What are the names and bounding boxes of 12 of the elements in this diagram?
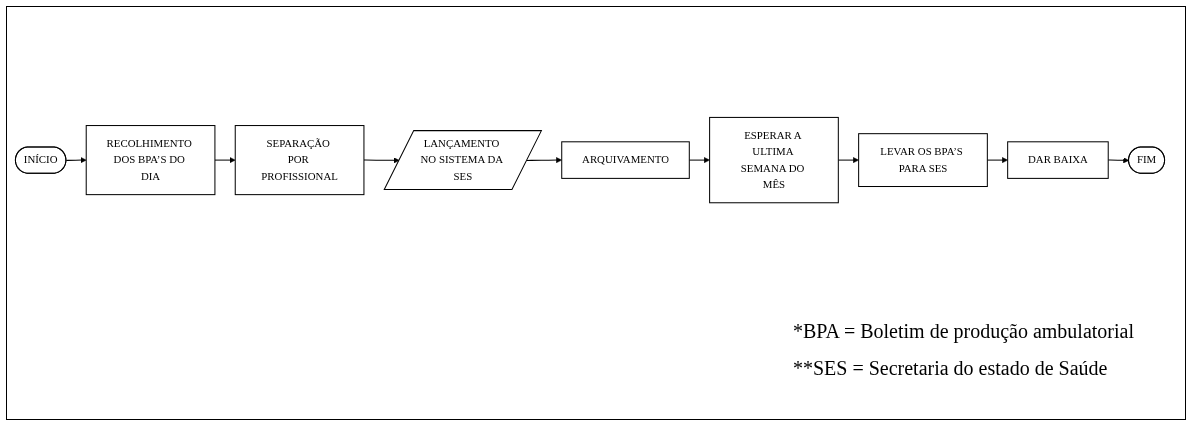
node-box: ARQUIVAMENTO — [561, 141, 690, 179]
arrow — [526, 157, 562, 163]
node-box: ESPERAR A ULTIMA SEMANA DO MÊS — [709, 116, 839, 204]
arrow — [214, 157, 236, 163]
node-box: DAR BAIXA — [1007, 141, 1109, 179]
arrow — [363, 157, 400, 164]
node-box: SEPARAÇÃO POR PROFISSIONAL — [234, 124, 365, 196]
node-box: RECOLHIMENTO DOS BPA’S DO DIA — [85, 124, 216, 196]
footnote: *BPA = Boletim de produção ambulatorial — [792, 320, 1134, 343]
footnote: **SES = Secretaria do estado de Saúde — [792, 357, 1108, 380]
node-box: LEVAR OS BPA’S PARA SES — [858, 133, 988, 187]
arrow — [65, 157, 87, 163]
